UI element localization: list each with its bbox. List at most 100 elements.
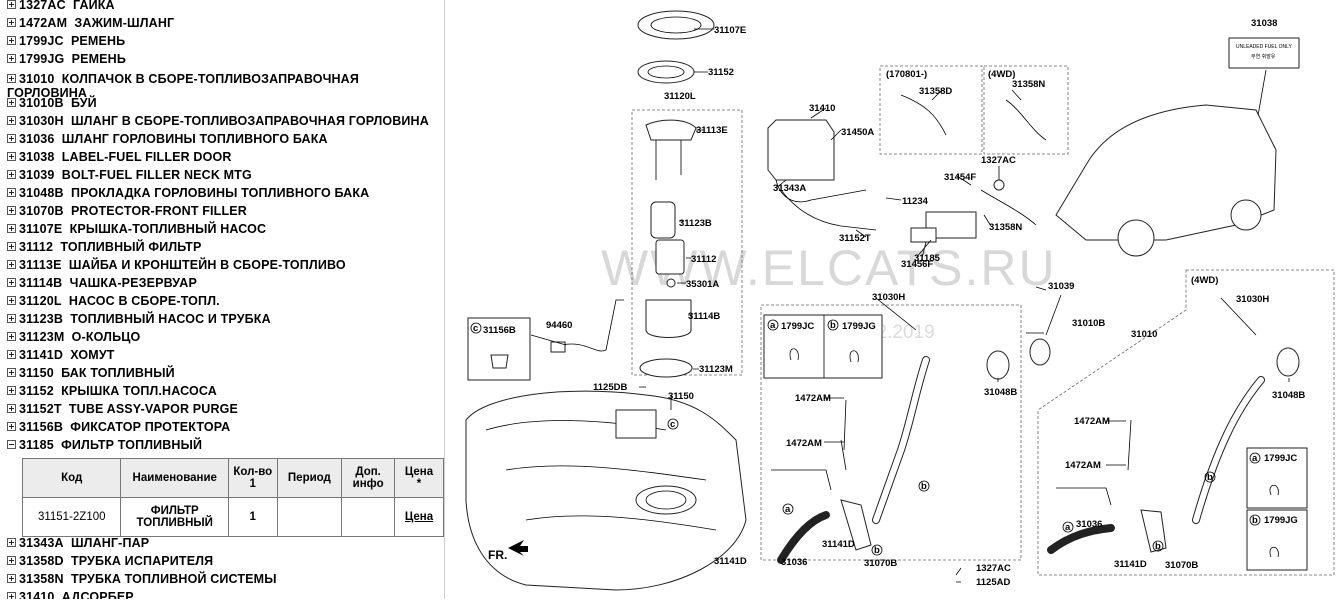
part-label-31120L[interactable]: 31120L <box>664 91 696 102</box>
expand-icon[interactable] <box>7 314 16 323</box>
part-list-item[interactable]: 31113E ШАЙБА И КРОНШТЕЙН В СБОРЕ-ТОПЛИВО <box>7 256 346 274</box>
part-list-item[interactable]: 1327AC ГАЙКА <box>7 0 115 14</box>
part-label-31030H[interactable]: 31030H <box>1236 294 1269 305</box>
expand-icon[interactable] <box>7 350 16 359</box>
part-label-31456F[interactable]: 31456F <box>901 259 933 270</box>
expand-icon[interactable] <box>7 278 16 287</box>
part-label-31010[interactable]: 31010 <box>1131 329 1157 340</box>
part-label-31410[interactable]: 31410 <box>809 103 835 114</box>
collapse-icon[interactable] <box>7 440 16 449</box>
part-label-31450A[interactable]: 31450A <box>841 127 874 138</box>
expand-icon[interactable] <box>7 332 16 341</box>
part-list-item[interactable]: 1472AM ЗАЖИМ-ШЛАНГ <box>7 14 174 32</box>
part-list-item[interactable]: 31120L НАСОС В СБОРЕ-ТОПЛ. <box>7 292 220 310</box>
part-label-1472AM[interactable]: 1472AM <box>795 393 831 404</box>
part-label-31112[interactable]: 31112 <box>691 254 716 265</box>
part-list-item[interactable]: 31358D ТРУБКА ИСПАРИТЕЛЯ <box>7 552 213 570</box>
part-list-item[interactable]: 31030H ШЛАНГ В СБОРЕ-ТОПЛИВОЗАПРАВОЧНАЯ … <box>7 112 429 130</box>
part-label-31141D[interactable]: 31141D <box>822 539 855 550</box>
expand-icon[interactable] <box>7 556 16 565</box>
part-label-31048B[interactable]: 31048B <box>1272 390 1305 401</box>
expand-icon[interactable] <box>7 170 16 179</box>
part-label-1327AC[interactable]: 1327AC <box>976 563 1011 574</box>
part-label-31141D[interactable]: 31141D <box>714 556 747 567</box>
part-list-item[interactable]: 31038 LABEL-FUEL FILLER DOOR <box>7 148 232 166</box>
expand-icon[interactable] <box>7 404 16 413</box>
expand-icon[interactable] <box>7 54 16 63</box>
part-label-31036[interactable]: 31036 <box>1076 519 1102 530</box>
part-list-item[interactable]: 31010B БУЙ <box>7 94 97 112</box>
part-label-1472AM[interactable]: 1472AM <box>786 438 822 449</box>
expand-icon[interactable] <box>7 386 16 395</box>
part-label-31358N[interactable]: 31358N <box>1012 79 1045 90</box>
part-list-item[interactable]: 31343A ШЛАНГ-ПАР <box>7 534 149 552</box>
expand-icon[interactable] <box>7 0 16 9</box>
part-label-31358N[interactable]: 31358N <box>989 222 1022 233</box>
part-list-item[interactable]: 31010 КОЛПАЧОК В СБОРЕ-ТОПЛИВОЗАПРАВОЧНА… <box>7 72 427 100</box>
part-label-31123M[interactable]: 31123M <box>699 364 733 375</box>
part-list-item[interactable]: 31048B ПРОКЛАДКА ГОРЛОВИНЫ ТОПЛИВНОГО БА… <box>7 184 369 202</box>
part-label-31070B[interactable]: 31070B <box>1165 560 1198 571</box>
part-label-1799JC[interactable]: 1799JC <box>781 321 814 332</box>
part-label-31107E[interactable]: 31107E <box>714 25 746 36</box>
part-label-1472AM[interactable]: 1472AM <box>1074 416 1110 427</box>
expand-icon[interactable] <box>7 18 16 27</box>
part-label-31343A[interactable]: 31343A <box>773 183 806 194</box>
expand-icon[interactable] <box>7 422 16 431</box>
expand-icon[interactable] <box>7 116 16 125</box>
part-list-item[interactable]: 31150 БАК ТОПЛИВНЫЙ <box>7 364 175 382</box>
part-label-11234[interactable]: 11234 <box>902 196 929 207</box>
expand-icon[interactable] <box>7 74 16 83</box>
part-list-item[interactable]: 31039 BOLT-FUEL FILLER NECK MTG <box>7 166 252 184</box>
expand-icon[interactable] <box>7 260 16 269</box>
part-list-item[interactable]: 31070B PROTECTOR-FRONT FILLER <box>7 202 247 220</box>
part-list-item[interactable]: 31152 КРЫШКА ТОПЛ.НАСОСА <box>7 382 217 400</box>
expand-icon[interactable] <box>7 206 16 215</box>
part-label-31114B[interactable]: 31114B <box>688 311 720 322</box>
part-label-31036[interactable]: 31036 <box>781 557 807 568</box>
part-label-1125DB[interactable]: 1125DB <box>593 382 627 393</box>
cell-price[interactable]: Цена <box>394 497 444 537</box>
part-label-31150[interactable]: 31150 <box>668 391 694 402</box>
expand-icon[interactable] <box>7 98 16 107</box>
part-label-31152[interactable]: 31152 <box>708 67 734 78</box>
part-label-31048B[interactable]: 31048B <box>984 387 1017 398</box>
expand-icon[interactable] <box>7 296 16 305</box>
expand-icon[interactable] <box>7 574 16 583</box>
part-label-35301A[interactable]: 35301A <box>686 279 719 290</box>
part-list-item[interactable]: 31107E КРЫШКА-ТОПЛИВНЫЙ НАСОС <box>7 220 266 238</box>
part-label-31038[interactable]: 31038 <box>1251 18 1277 29</box>
expand-icon[interactable] <box>7 152 16 161</box>
part-label-31113E[interactable]: 31113E <box>696 125 728 136</box>
expand-icon[interactable] <box>7 224 16 233</box>
part-label-31152T[interactable]: 31152T <box>839 233 871 244</box>
part-list-item[interactable]: 31141D ХОМУТ <box>7 346 115 364</box>
expand-icon[interactable] <box>7 368 16 377</box>
part-list-item[interactable]: 31112 ТОПЛИВНЫЙ ФИЛЬТР <box>7 238 201 256</box>
part-label-31039[interactable]: 31039 <box>1048 281 1074 292</box>
part-list-item[interactable]: 31152T TUBE ASSY-VAPOR PURGE <box>7 400 238 418</box>
part-list-item[interactable]: 31185 ФИЛЬТР ТОПЛИВНЫЙ <box>7 436 202 454</box>
part-label-1799JC[interactable]: 1799JC <box>1264 453 1297 464</box>
part-label-31185[interactable]: 31185 <box>914 253 941 264</box>
part-label-94460[interactable]: 94460 <box>546 320 572 331</box>
part-list-item[interactable]: 1799JG РЕМЕНЬ <box>7 50 126 68</box>
expand-icon[interactable] <box>7 134 16 143</box>
part-label-31123B[interactable]: 31123B <box>679 218 712 229</box>
part-list-item[interactable]: 31156B ФИКСАТОР ПРОТЕКТОРА <box>7 418 230 436</box>
part-label-31070B[interactable]: 31070B <box>864 558 897 569</box>
part-list-item[interactable]: 31410 АДСОРБЕР <box>7 588 134 599</box>
part-list-item[interactable]: 31114B ЧАШКА-РЕЗЕРВУАР <box>7 274 197 292</box>
part-label-1799JG[interactable]: 1799JG <box>1264 515 1298 526</box>
expand-icon[interactable] <box>7 538 16 547</box>
expand-icon[interactable] <box>7 36 16 45</box>
part-label-1472AM[interactable]: 1472AM <box>1065 460 1101 471</box>
expand-icon[interactable] <box>7 242 16 251</box>
expand-icon[interactable] <box>7 592 16 599</box>
part-list-item[interactable]: 1799JC РЕМЕНЬ <box>7 32 125 50</box>
part-list-item[interactable]: 31123M О-КОЛЬЦО <box>7 328 140 346</box>
part-label-31141D[interactable]: 31141D <box>1114 559 1147 570</box>
part-label-31454F[interactable]: 31454F <box>944 172 976 183</box>
part-label-1799JG[interactable]: 1799JG <box>842 321 876 332</box>
part-list-item[interactable]: 31123B ТОПЛИВНЫЙ НАСОС И ТРУБКА <box>7 310 271 328</box>
